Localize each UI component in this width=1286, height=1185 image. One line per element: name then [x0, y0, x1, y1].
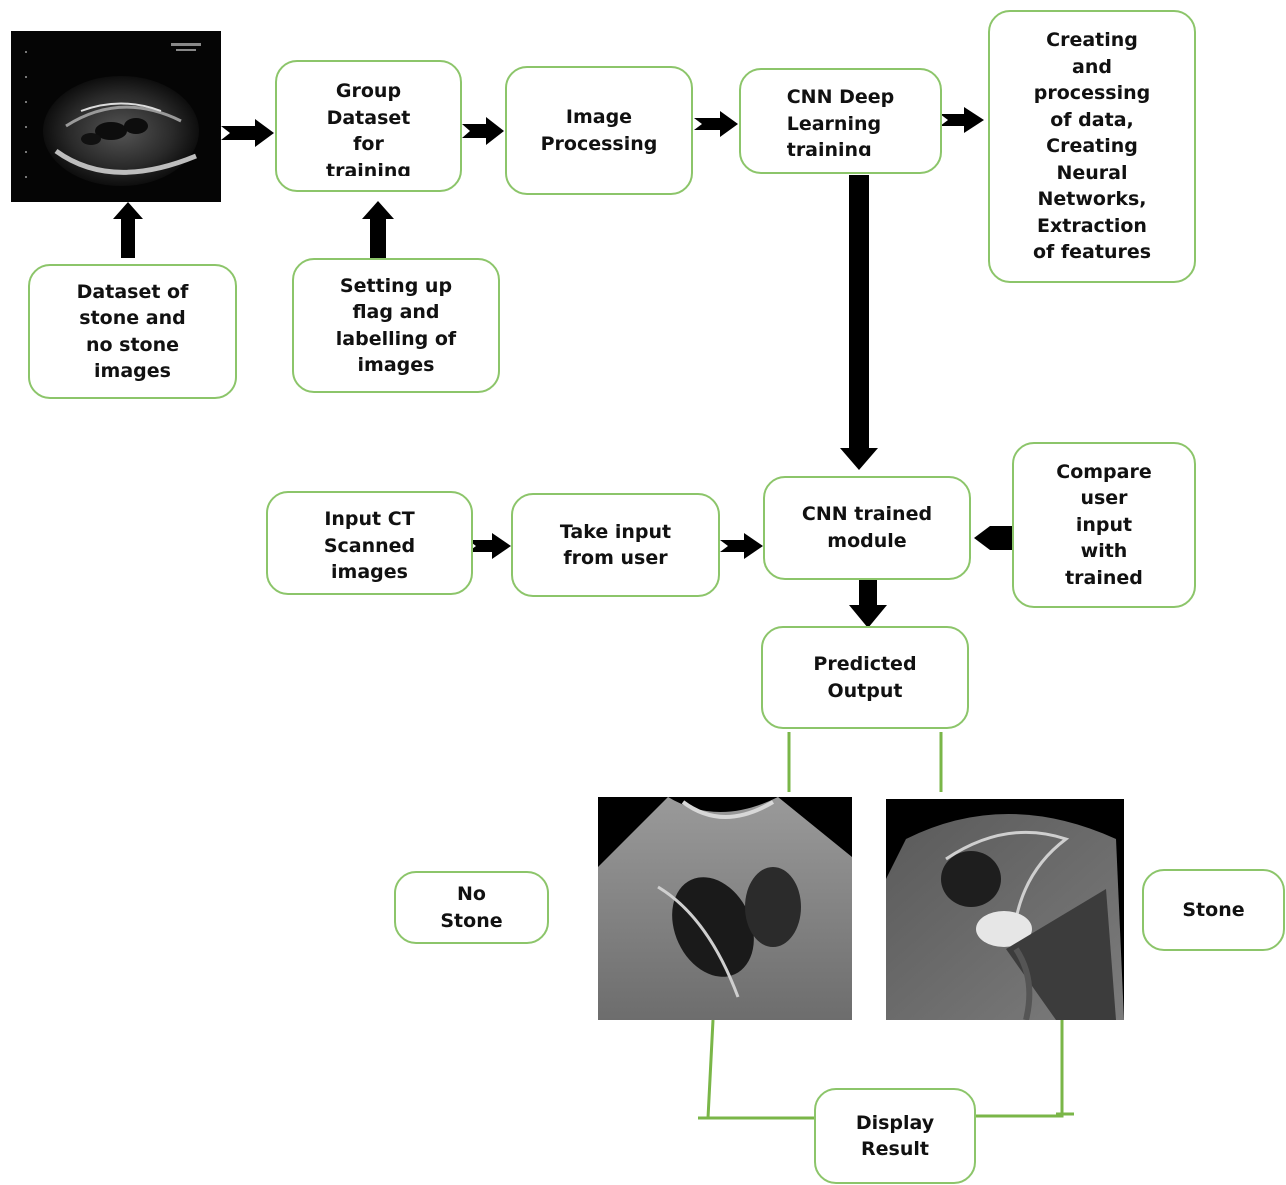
setting-flag-box: Setting up flag and labelling of images: [292, 258, 500, 393]
group-dataset-label: Group Dataset for training: [326, 80, 411, 176]
arrow-trained-to-predicted: [849, 580, 887, 628]
cnn-trained-box: CNN trained module: [763, 476, 971, 580]
cnn-training-label: CNN Deep Learning training: [786, 86, 895, 156]
no-stone-box: No Stone: [394, 871, 549, 944]
dataset-source-box: Dataset of stone and no stone images: [28, 264, 237, 399]
creating-processing-label: Creating and processing of data, Creatin…: [1032, 29, 1152, 264]
cnn-training-box: CNN Deep Learning training: [739, 68, 942, 174]
arrow-cnn-training-to-trained: [840, 175, 878, 470]
display-result-box: Display Result: [814, 1088, 976, 1184]
no-stone-label: No Stone: [440, 883, 503, 932]
take-input-label: Take input from user: [559, 520, 672, 570]
dataset-source-label: Dataset of stone and no stone images: [76, 280, 189, 383]
arrow-setting-to-group: [362, 201, 394, 258]
predicted-output-label: Predicted Output: [813, 653, 917, 702]
display-result-label: Display Result: [855, 1111, 935, 1161]
creating-processing-box: Creating and processing of data, Creatin…: [988, 10, 1196, 283]
arrow-image-to-group: [221, 119, 274, 147]
compare-input-box: Compare user input with trained: [1012, 442, 1196, 608]
cnn-trained-label: CNN trained module: [801, 503, 933, 552]
predicted-output-box: Predicted Output: [761, 626, 969, 729]
arrow-dataset-to-image: [113, 202, 143, 258]
compare-input-label: Compare user input with trained: [1056, 460, 1152, 589]
group-dataset-box: Group Dataset for training: [275, 60, 462, 192]
stone-label: Stone: [1182, 898, 1245, 921]
arrow-input-ct-to-take-input: [468, 533, 511, 559]
input-ct-label: Input CT Scanned images: [323, 508, 416, 583]
arrow-group-to-processing: [462, 117, 504, 145]
arrow-cnn-to-creating: [940, 107, 984, 133]
input-ct-box: Input CT Scanned images: [266, 491, 473, 595]
arrow-processing-to-cnn: [694, 111, 738, 137]
image-processing-box: Image Processing: [505, 66, 693, 195]
arrow-compare-to-cnn-trained: [974, 526, 1012, 550]
arrow-take-input-to-cnn-trained: [720, 533, 763, 559]
take-input-box: Take input from user: [511, 493, 720, 597]
setting-flag-label: Setting up flag and labelling of images: [335, 274, 457, 377]
stone-box: Stone: [1142, 869, 1285, 951]
no-stone-ultrasound-image: [598, 797, 852, 1020]
image-processing-label: Image Processing: [540, 106, 658, 155]
stone-ultrasound-image: [886, 799, 1124, 1020]
kidney-ultrasound-dataset-image: [11, 31, 221, 202]
